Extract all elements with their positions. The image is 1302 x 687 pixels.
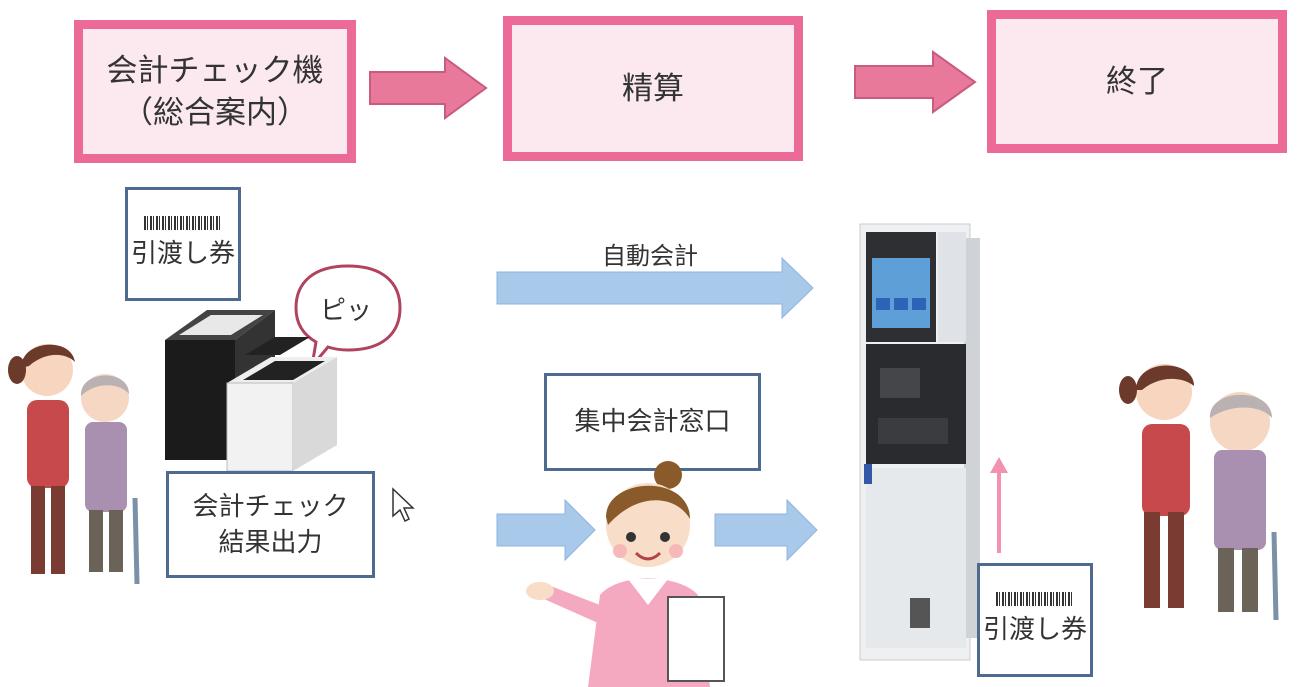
ticket-label-right-text: 引渡し券 [982,615,1087,645]
central-window-text: 集中会計窓口 [574,407,731,437]
cursor-icon [392,487,415,523]
barcode-icon [144,216,222,230]
step-arrow-1 [369,56,488,120]
caregiver-elderly-right-illustration [1119,364,1279,621]
auto-payment-arrow [496,256,814,320]
staff-illustration [526,461,725,687]
step-checkin: 会計チェック機 （総合案内） [74,20,356,163]
ticket-label-right: 引渡し券 [977,563,1093,677]
auto-payment-label: 自動会計 [602,242,698,270]
ticket-label-left: 引渡し券 [125,187,241,301]
step-arrow-2 [854,50,977,114]
check-result-label: 会計チェック 結果出力 [166,471,375,578]
step-checkin-line1: 会計チェック機 [106,52,324,89]
step-payment-label: 精算 [622,70,684,107]
ticket-insert-arrow [990,457,1008,553]
speech-bubble [294,264,402,372]
step-finish-label: 終了 [1106,63,1168,100]
window-to-machine-arrow [714,498,818,562]
step-checkin-line2: （総合案内） [122,94,308,131]
to-window-arrow [496,498,596,562]
checkin-machine-illustration [165,310,337,472]
central-window-label: 集中会計窓口 [544,373,761,471]
step-finish: 終了 [987,10,1287,153]
check-result-line1: 会計チェック [192,491,349,522]
payment-machine-illustration [859,223,980,661]
step-payment: 精算 [503,16,803,161]
barcode-icon [996,592,1074,606]
ticket-label-left-text: 引渡し券 [130,239,235,269]
check-result-line2: 結果出力 [218,527,323,558]
caregiver-elderly-left-illustration [8,344,140,585]
speech-text: ピッ [320,296,373,326]
